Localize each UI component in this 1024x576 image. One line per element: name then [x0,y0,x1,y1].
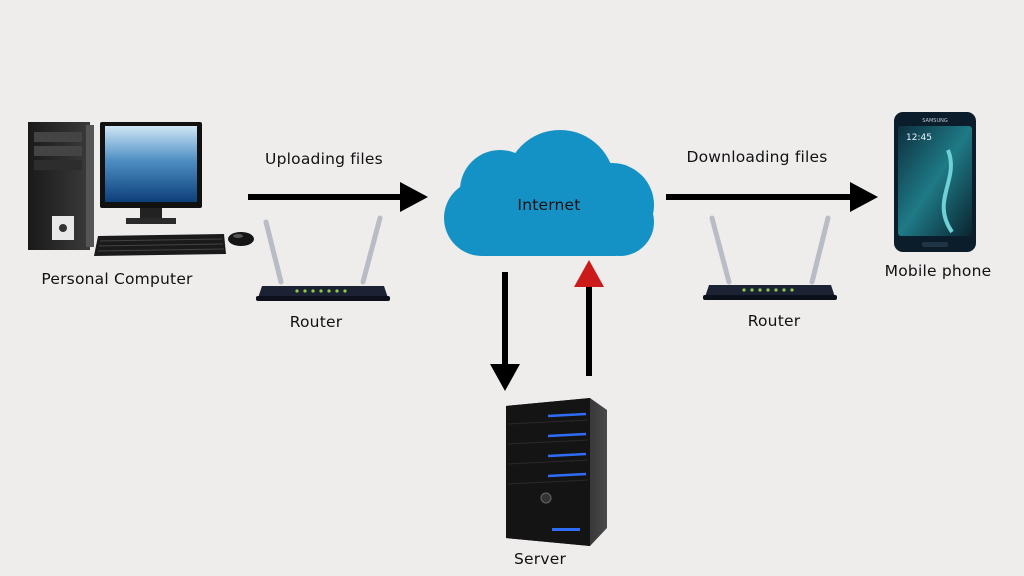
router-left-icon [256,215,390,301]
server-label: Server [513,550,567,568]
internet-label: Internet [517,196,581,214]
server-to-cloud-arrow [574,260,604,376]
personal-computer-icon [28,122,254,256]
internet-cloud-icon [444,130,654,256]
phone-screen-time: 12:45 [906,133,932,143]
downloading-files-label: Downloading files [686,148,828,166]
cloud-to-server-arrow [490,272,520,391]
router-right-icon [703,215,837,300]
mobile-phone-icon: SAMSUNG 12:45 [894,112,976,252]
server-icon [506,398,607,546]
mobile-phone-label: Mobile phone [884,262,992,280]
router-right-label: Router [747,312,801,330]
phone-brand: SAMSUNG [922,118,948,124]
personal-computer-label: Personal Computer [41,270,193,288]
download-arrow [666,182,878,212]
upload-arrow [248,182,428,212]
uploading-files-label: Uploading files [265,150,383,168]
router-left-label: Router [289,313,343,331]
